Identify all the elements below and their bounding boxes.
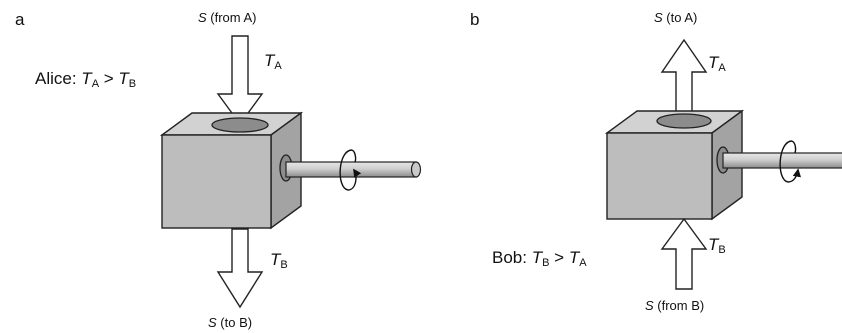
panel-b-cube-front bbox=[606, 132, 713, 220]
panel-a-top-port bbox=[211, 117, 269, 133]
panel-b-temp-bottom: TB bbox=[708, 235, 726, 256]
panel-b-top-port bbox=[656, 113, 712, 129]
panel-b-top-label: S (to A) bbox=[654, 10, 697, 25]
panel-b-rotation-arrow-icon bbox=[779, 140, 802, 183]
panel-a-input-arrow bbox=[216, 35, 264, 126]
panel-b-temp-top: TA bbox=[708, 53, 726, 74]
panel-a-top-label: S (from A) bbox=[198, 10, 257, 25]
panel-a-shaft bbox=[285, 161, 422, 178]
panel-a-engine-cube bbox=[159, 111, 304, 230]
panel-a-rotation-arrow-icon bbox=[339, 149, 362, 191]
panel-b-inequality: Bob: TB > TA bbox=[492, 248, 587, 269]
panel-b-letter: b bbox=[470, 10, 479, 29]
panel-a-temp-top: TA bbox=[264, 51, 282, 72]
panel-a: a S (from A) TA Alice: TA > TB bbox=[15, 10, 422, 330]
panel-a-inequality: Alice: TA > TB bbox=[35, 69, 136, 90]
panel-a-cube-front bbox=[161, 134, 272, 229]
panel-b-output-arrow bbox=[660, 38, 708, 122]
panel-a-output-arrow bbox=[216, 228, 264, 309]
panel-b: b S (to A) TA Bob: TB > TA bbox=[470, 10, 842, 313]
panel-a-temp-bottom: TB bbox=[270, 250, 288, 271]
panel-b-bottom-label: S (from B) bbox=[645, 298, 704, 313]
panel-a-letter: a bbox=[15, 10, 25, 29]
panel-b-shaft bbox=[722, 152, 842, 169]
panel-a-bottom-label: S (to B) bbox=[208, 315, 252, 330]
panel-b-engine-cube bbox=[604, 109, 745, 221]
panel-b-input-arrow bbox=[660, 217, 708, 290]
